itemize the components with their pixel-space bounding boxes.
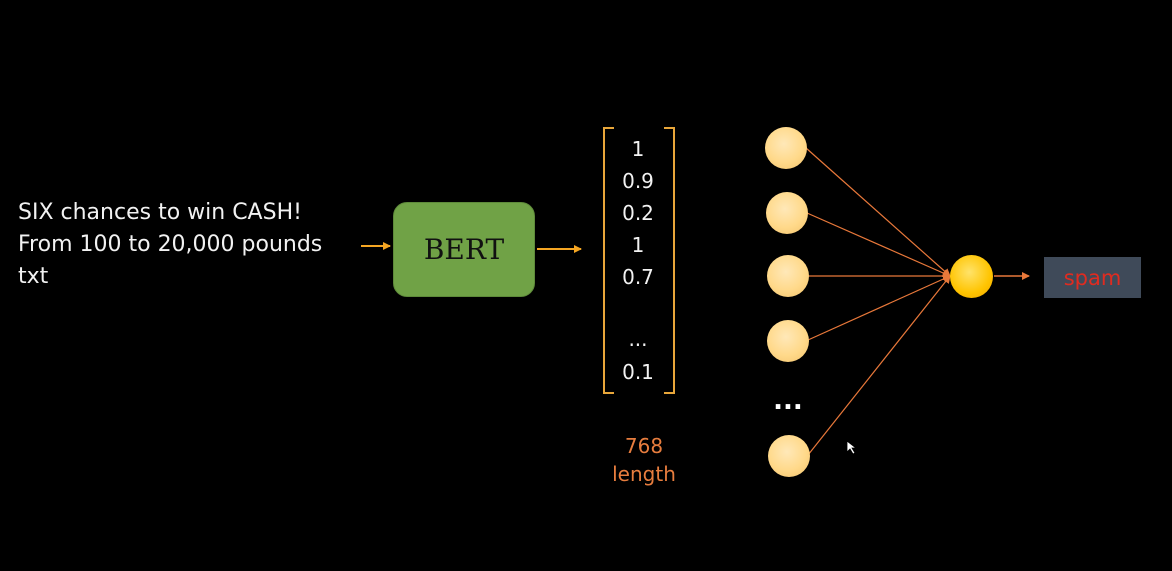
vector-value-5: 0.7 bbox=[622, 265, 654, 289]
vector-value-last: 0.1 bbox=[622, 360, 654, 384]
output-node bbox=[950, 255, 993, 298]
output-label-text: spam bbox=[1063, 265, 1122, 290]
edge-node-2 bbox=[806, 212, 951, 277]
vector-value-2: 0.9 bbox=[622, 169, 654, 193]
hidden-node-3 bbox=[767, 255, 809, 297]
edge-node-1 bbox=[805, 147, 951, 277]
hidden-node-5 bbox=[768, 435, 810, 477]
bert-label: BERT bbox=[423, 233, 505, 266]
vector-value-1: 1 bbox=[631, 137, 645, 161]
vector-length-number: 768 bbox=[624, 434, 664, 458]
edge-node-4 bbox=[807, 275, 951, 341]
vector-value-ellipsis: ... bbox=[628, 327, 648, 351]
hidden-node-1 bbox=[765, 127, 807, 169]
hidden-node-2 bbox=[766, 192, 808, 234]
input-text-line-1: SIX chances to win CASH! bbox=[18, 200, 302, 225]
edge-node-5 bbox=[807, 275, 951, 456]
hidden-layer-ellipsis: ... bbox=[773, 386, 803, 416]
hidden-node-4 bbox=[767, 320, 809, 362]
vector-bracket-right bbox=[664, 127, 675, 394]
output-label-box: spam bbox=[1044, 257, 1141, 298]
vector-value-4: 1 bbox=[631, 233, 645, 257]
vector-bracket-left bbox=[603, 127, 614, 394]
input-text-line-3: txt bbox=[18, 264, 49, 289]
mouse-cursor-icon bbox=[846, 440, 858, 455]
vector-length-word: length bbox=[612, 462, 676, 486]
bert-encoder-box: BERT bbox=[393, 202, 535, 297]
vector-value-3: 0.2 bbox=[622, 201, 654, 225]
input-text-line-2: From 100 to 20,000 pounds bbox=[18, 232, 323, 257]
